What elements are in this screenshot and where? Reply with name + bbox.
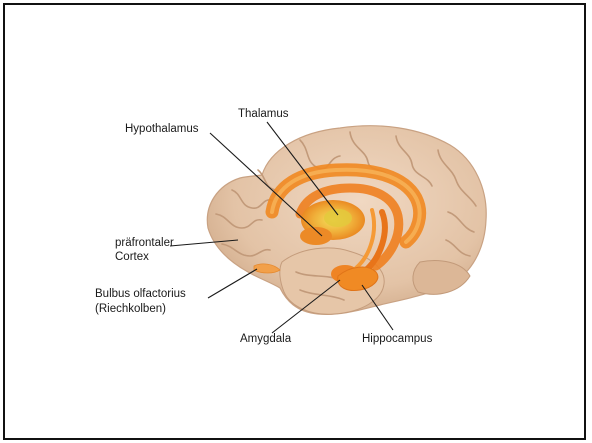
label-thalamus: Thalamus <box>238 108 289 121</box>
label-hippocampus: Hippocampus <box>362 333 432 346</box>
thalamus-core <box>324 209 352 227</box>
label-bulbus-olfactorius-line2: (Riechkolben) <box>95 303 166 316</box>
label-bulbus-olfactorius-line1: Bulbus olfactorius <box>95 288 186 301</box>
label-amygdala: Amygdala <box>240 333 291 346</box>
hypothalamus-region <box>300 227 332 245</box>
label-prefrontal-cortex-line2: Cortex <box>115 251 149 264</box>
label-hypothalamus: Hypothalamus <box>125 123 199 136</box>
label-prefrontal-cortex-line1: präfrontaler <box>115 237 174 250</box>
